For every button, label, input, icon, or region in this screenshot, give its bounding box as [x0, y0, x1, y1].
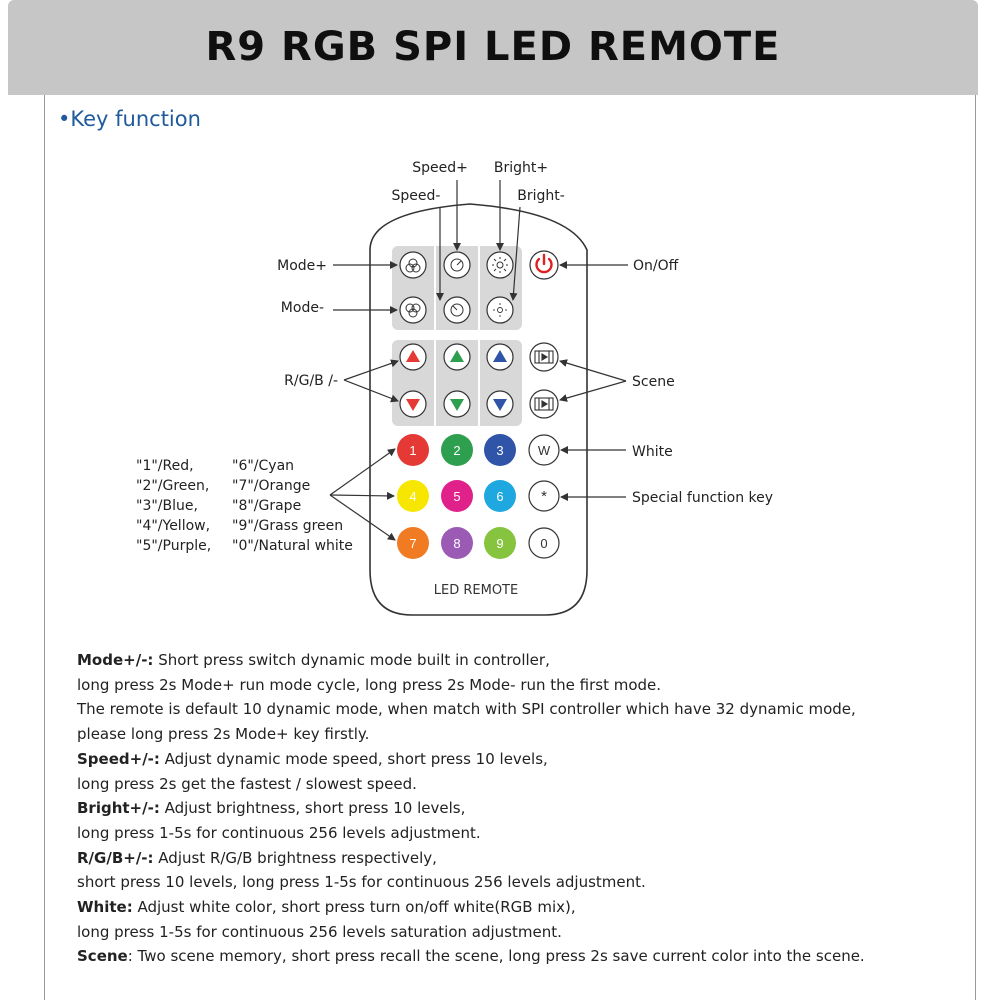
green-minus-button[interactable]: [443, 390, 471, 418]
green-plus-button[interactable]: [443, 343, 471, 371]
legend-left-2: "2"/Green,: [136, 478, 209, 494]
triangle-up-icon: [450, 350, 464, 362]
legend-right-5: "0"/Natural white: [232, 538, 353, 554]
number-5-button[interactable]: 5: [441, 480, 473, 512]
desc-line: long press 1-5s for continuous 256 level…: [77, 922, 562, 941]
scene-label: Scene: [632, 374, 675, 390]
page-title: R9 RGB SPI LED REMOTE: [205, 24, 781, 70]
white-button[interactable]: W: [528, 434, 560, 466]
rgb-label: R/G/B /-: [284, 373, 338, 389]
speedometer-icon: [450, 258, 464, 272]
bright-plus-label: Bright+: [494, 160, 548, 176]
blue-plus-button[interactable]: [486, 343, 514, 371]
svg-text:1: 1: [409, 443, 416, 458]
desc-line: long press 2s Mode+ run mode cycle, long…: [77, 675, 662, 694]
svg-text:9: 9: [496, 536, 503, 551]
remote-brand-label: LED REMOTE: [434, 583, 518, 598]
triangle-down-icon: [493, 399, 507, 411]
number-3-button[interactable]: 3: [484, 434, 516, 466]
number-0-button[interactable]: 0: [528, 527, 560, 559]
svg-text:5: 5: [453, 489, 460, 504]
legend-right-3: "8"/Grape: [232, 498, 301, 514]
svg-text:*: *: [541, 488, 547, 505]
content-frame: [44, 95, 976, 1000]
speedometer-icon: [450, 303, 464, 317]
desc-line: please long press 2s Mode+ key firstly.: [77, 725, 370, 744]
desc-line: R/G/B+/-: Adjust R/G/B brightness respec…: [77, 848, 437, 867]
bullet-icon: •: [58, 107, 71, 131]
desc-line: short press 10 levels, long press 1-5s f…: [77, 873, 646, 892]
blue-minus-button[interactable]: [486, 390, 514, 418]
legend-left-5: "5"/Purple,: [136, 538, 211, 554]
legend-right-1: "6"/Cyan: [232, 458, 294, 474]
svg-text:6: 6: [496, 489, 503, 504]
red-minus-button[interactable]: [399, 390, 427, 418]
three-circles-icon: [405, 303, 421, 318]
power-icon: [535, 253, 553, 274]
film-icon: [534, 350, 554, 364]
desc-line: long press 1-5s for continuous 256 level…: [77, 823, 481, 842]
desc-line: Scene: Two scene memory, short press rec…: [77, 947, 865, 966]
triangle-down-icon: [406, 399, 420, 411]
speed-plus-label: Speed+: [412, 160, 468, 176]
scene-2-button[interactable]: [529, 389, 559, 419]
legend-left-3: "3"/Blue,: [136, 498, 198, 514]
number-7-button[interactable]: 7: [397, 527, 429, 559]
number-8-button[interactable]: 8: [441, 527, 473, 559]
title-banner: R9 RGB SPI LED REMOTE: [8, 0, 978, 95]
svg-text:4: 4: [409, 489, 416, 504]
number-2-button[interactable]: 2: [441, 434, 473, 466]
number-4-button[interactable]: 4: [397, 480, 429, 512]
mode-minus-button[interactable]: [399, 296, 427, 324]
number-6-button[interactable]: 6: [484, 480, 516, 512]
white-label: White: [632, 444, 673, 460]
key-description-list: Mode+/-: Short press switch dynamic mode…: [77, 648, 957, 969]
scene-1-button[interactable]: [529, 342, 559, 372]
number-color-legend: "1"/Red, "6"/Cyan "2"/Green, "7"/Orange …: [136, 458, 353, 554]
mode-plus-label: Mode+: [277, 258, 327, 274]
number-9-button[interactable]: 9: [484, 527, 516, 559]
desc-line: long press 2s get the fastest / slowest …: [77, 774, 417, 793]
desc-line: The remote is default 10 dynamic mode, w…: [77, 700, 856, 719]
red-plus-button[interactable]: [399, 343, 427, 371]
sun-icon: [492, 257, 508, 273]
svg-text:W: W: [538, 443, 551, 458]
special-function-label: Special function key: [632, 490, 773, 506]
speed-minus-button[interactable]: [443, 296, 471, 324]
desc-line: Speed+/-: Adjust dynamic mode speed, sho…: [77, 749, 548, 768]
mode-minus-label: Mode-: [281, 300, 324, 316]
film-icon: [534, 397, 554, 411]
svg-text:0: 0: [540, 536, 547, 551]
mode-plus-button[interactable]: [399, 251, 427, 279]
triangle-up-icon: [493, 350, 507, 362]
onoff-label: On/Off: [633, 258, 679, 274]
section-heading: •Key function: [58, 107, 201, 131]
legend-left-1: "1"/Red,: [136, 458, 194, 474]
svg-text:2: 2: [453, 443, 460, 458]
three-circles-icon: [405, 258, 421, 273]
desc-line: Mode+/-: Short press switch dynamic mode…: [77, 651, 550, 669]
speed-minus-label: Speed-: [392, 188, 441, 204]
desc-line: Bright+/-: Adjust brightness, short pres…: [77, 799, 466, 818]
desc-line: White: Adjust white color, short press t…: [77, 898, 576, 917]
remote-diagram: 1 2 3 W 4 5 6 * 7 8 9 0 LED REMOTE: [136, 160, 773, 616]
legend-left-4: "4"/Yellow,: [136, 518, 210, 534]
bright-plus-button[interactable]: [486, 251, 514, 279]
bright-minus-label: Bright-: [517, 188, 565, 204]
triangle-up-icon: [406, 350, 420, 362]
speed-plus-button[interactable]: [443, 251, 471, 279]
svg-text:3: 3: [496, 443, 503, 458]
bright-minus-button[interactable]: [486, 296, 514, 324]
legend-right-2: "7"/Orange: [232, 478, 310, 494]
svg-text:7: 7: [409, 536, 416, 551]
legend-right-4: "9"/Grass green: [232, 518, 343, 534]
number-1-button[interactable]: 1: [397, 434, 429, 466]
svg-text:8: 8: [453, 536, 460, 551]
special-function-button[interactable]: *: [528, 480, 560, 512]
triangle-down-icon: [450, 399, 464, 411]
section-title-text: Key function: [70, 107, 201, 131]
sun-icon: [493, 303, 507, 317]
power-button[interactable]: [529, 250, 559, 280]
